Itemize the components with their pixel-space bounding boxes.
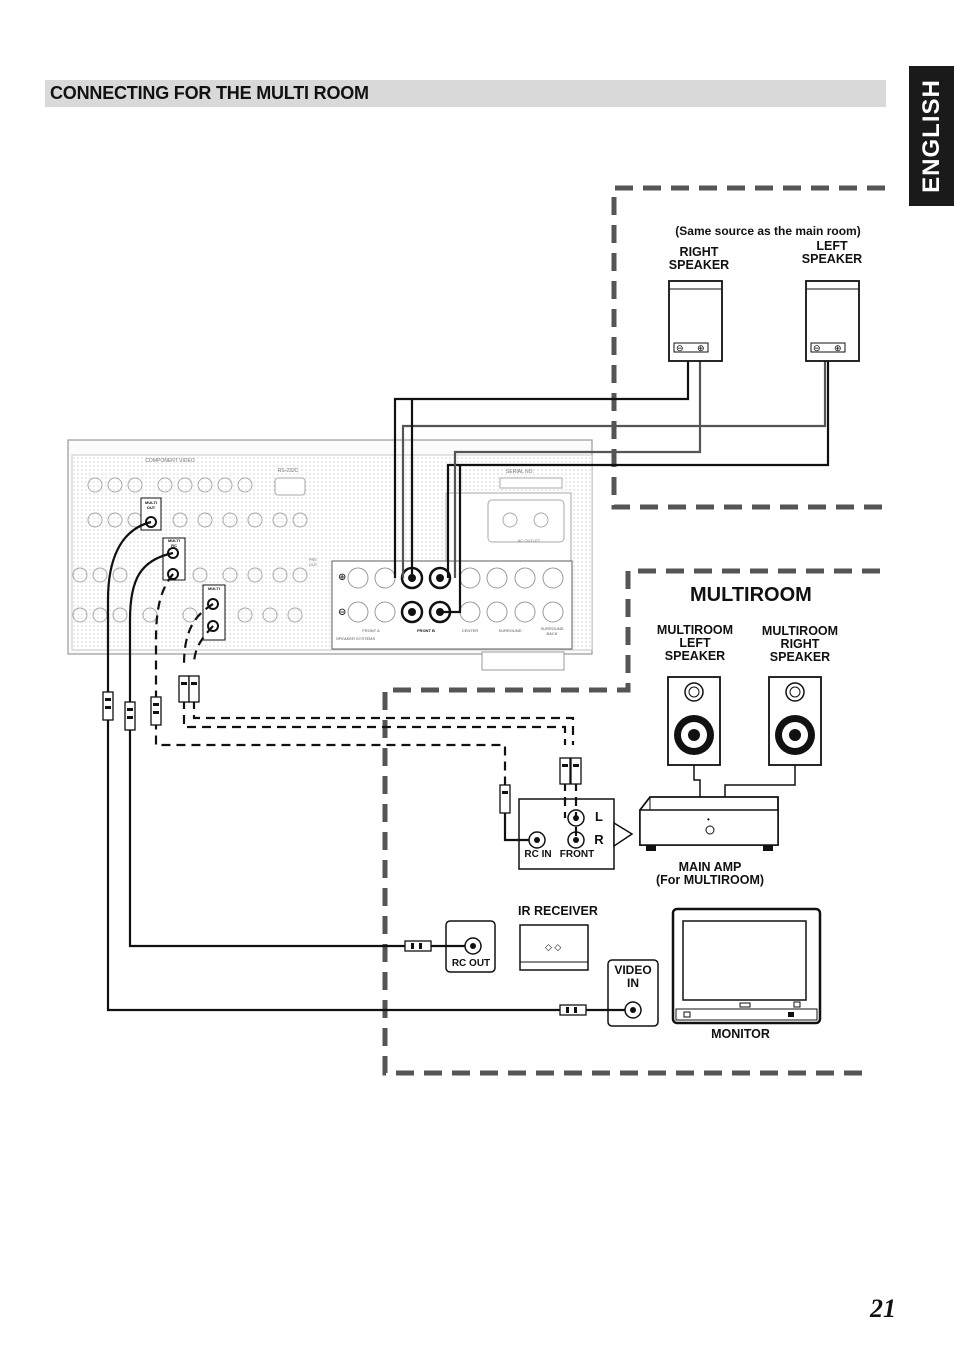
svg-text:⊖: ⊖ <box>338 607 346 618</box>
multiroom-boundary <box>382 568 880 1076</box>
multi-label: MULTI <box>208 586 220 591</box>
svg-text:◇ ◇: ◇ ◇ <box>545 942 561 952</box>
rc-in-label: RC IN <box>524 849 552 860</box>
jack-row-1 <box>72 477 308 623</box>
svg-text:⊕: ⊕ <box>697 343 705 353</box>
video-in-label: VIDEO IN <box>614 963 652 990</box>
front-a-label: FRONT A <box>362 628 380 633</box>
multiroom-left-speaker-label: MULTIROOM LEFT SPEAKER <box>656 623 734 663</box>
rc-out-label: RC OUT <box>451 958 491 969</box>
front-b-label: FRONT B <box>417 628 435 633</box>
ir-receiver-box: ◇ ◇ <box>519 924 589 971</box>
surround-back-label: SURROUND BACK <box>540 626 564 636</box>
main-room-boundary <box>611 185 885 510</box>
rs232c-label: RS-232C <box>277 468 299 474</box>
right-speaker-box: ⊖⊕ <box>668 280 723 362</box>
monitor-label: MONITOR <box>711 1027 770 1041</box>
input-panel <box>518 798 634 870</box>
multiroom-right-speaker-box <box>768 676 822 766</box>
svg-text:⊖: ⊖ <box>676 343 684 353</box>
multi-cables <box>106 520 560 1012</box>
svg-text:⊕: ⊕ <box>834 343 842 353</box>
component-video-label: COMPONENT VIDEO <box>145 458 195 464</box>
monitor-box <box>671 907 822 1025</box>
svg-text:⊖: ⊖ <box>813 343 821 353</box>
multi-rc-label: MULTI RC <box>168 538 180 548</box>
multiroom-title: MULTIROOM <box>690 584 812 606</box>
left-speaker-box: ⊖⊕ <box>805 280 860 362</box>
right-speaker-label: RIGHT SPEAKER <box>668 245 730 272</box>
section-title: CONNECTING FOR THE MULTI ROOM <box>50 83 369 103</box>
section-header: CONNECTING FOR THE MULTI ROOM <box>45 80 886 107</box>
language-tab: ENGLISH <box>909 66 954 206</box>
multiroom-left-speaker-box <box>667 676 721 766</box>
pre-out-label: PRE OUT <box>308 557 318 567</box>
svg-text:⊕: ⊕ <box>338 572 346 583</box>
channel-l-label: L <box>595 809 603 824</box>
serial-no-label: SERIAL NO. <box>506 469 534 475</box>
center-label: CENTER <box>461 628 479 633</box>
left-speaker-label: LEFT SPEAKER <box>801 239 863 266</box>
main-amp-box: • <box>639 796 779 851</box>
ir-receiver-label: IR RECEIVER <box>518 904 598 918</box>
front-b-speaker-cables <box>393 355 830 614</box>
channel-r-label: R <box>594 832 604 847</box>
svg-text:•: • <box>707 815 710 824</box>
multiroom-right-speaker-label: MULTIROOM RIGHT SPEAKER <box>761 624 839 664</box>
main-amp-label: MAIN AMP (For MULTIROOM) <box>655 860 765 887</box>
ac-outlet-label: AC OUTLET <box>517 538 541 543</box>
surround-label: SURROUND <box>498 628 522 633</box>
page-number: 21 <box>870 1294 896 1323</box>
speaker-systems-label: SPEAKER SYSTEMS <box>336 636 376 641</box>
multi-out-label: MULTI OUT <box>145 500 157 510</box>
receiver-rear-panel: ⊕ ⊖ <box>67 439 593 671</box>
front-label: FRONT <box>559 849 595 860</box>
same-source-note: (Same source as the main room) <box>675 224 861 238</box>
